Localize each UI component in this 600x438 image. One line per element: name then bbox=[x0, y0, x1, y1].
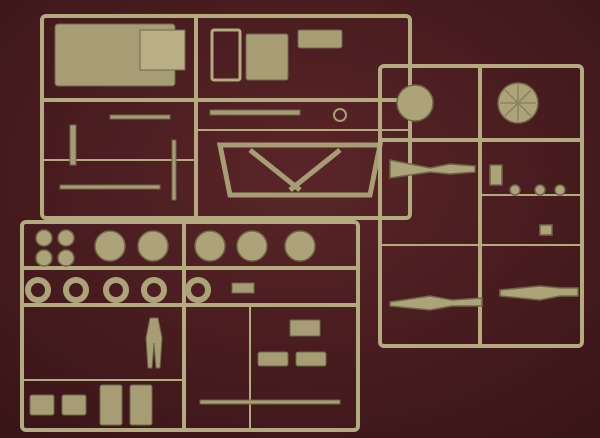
wheel bbox=[94, 230, 126, 262]
grille-part bbox=[297, 29, 343, 49]
seat bbox=[99, 384, 123, 426]
sprue-c-parts bbox=[389, 82, 579, 311]
wheel bbox=[194, 230, 226, 262]
wheel bbox=[137, 230, 169, 262]
sprue-b-tires bbox=[25, 277, 211, 303]
figure-lying bbox=[389, 159, 476, 179]
wheel bbox=[236, 230, 268, 262]
steering-wheel bbox=[333, 108, 347, 122]
sprue-frame-b bbox=[20, 220, 360, 432]
spare-wheel-cover bbox=[396, 84, 434, 122]
seat bbox=[61, 394, 87, 416]
windshield-frame bbox=[210, 28, 242, 82]
seat bbox=[29, 394, 55, 416]
figure-lying bbox=[499, 285, 579, 301]
seat bbox=[129, 384, 153, 426]
figure-lying bbox=[389, 295, 483, 311]
wheel bbox=[284, 230, 316, 262]
sprue-b-wheels bbox=[35, 229, 316, 267]
figure bbox=[145, 317, 163, 369]
sprue-a-parts bbox=[54, 23, 384, 201]
chassis-frame bbox=[216, 142, 384, 198]
sprue-b-parts bbox=[29, 282, 341, 426]
sprue-frame-c bbox=[378, 64, 584, 348]
seat-back bbox=[245, 33, 289, 81]
